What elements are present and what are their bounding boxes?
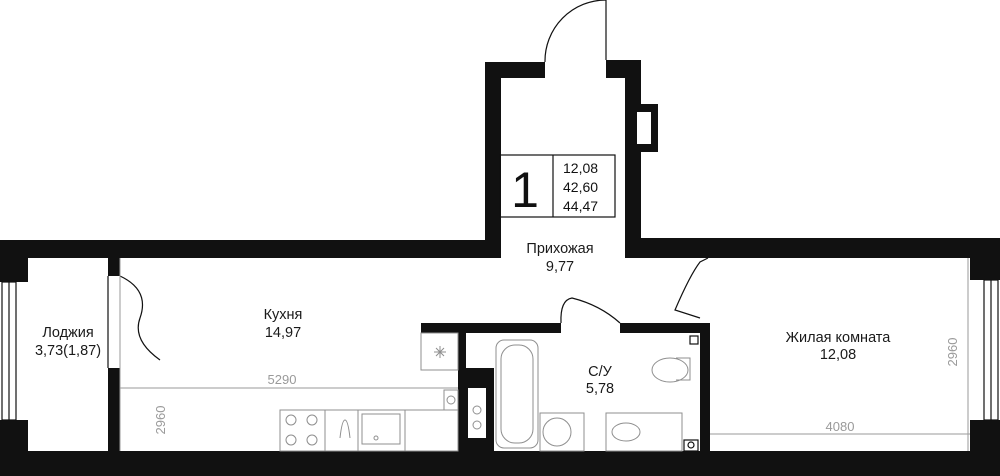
hallway-area: 9,77 (546, 259, 574, 275)
kitchen-area: 14,97 (265, 325, 301, 341)
hallway-name: Прихожая (526, 241, 593, 257)
living-width-dim: 2960 (945, 338, 960, 367)
bathroom-area: 5,78 (586, 381, 614, 397)
kitchen-name: Кухня (264, 307, 303, 323)
loggia-area: 3,73(1,87) (35, 343, 101, 359)
walls (0, 60, 1000, 476)
loggia-name: Лоджия (42, 325, 93, 341)
room-labels: Прихожая 9,77 Кухня 14,97 Лоджия 3,73(1,… (35, 241, 891, 397)
bathroom-name: С/У (588, 364, 613, 380)
total-area-value: 42,60 (563, 179, 598, 195)
doors (107, 0, 709, 368)
living-area-value: 12,08 (563, 160, 598, 176)
apartment-info-box: 1 12,08 42,60 44,47 (499, 154, 616, 218)
living-length-dim: 4080 (826, 419, 855, 434)
kitchen-length-dim: 5290 (268, 372, 297, 387)
kitchen-fixtures (279, 332, 482, 452)
dimension-lines (119, 258, 970, 451)
windows (1, 279, 999, 421)
bathroom-fixtures (495, 335, 699, 452)
room-count: 1 (511, 162, 539, 218)
total-area-with-loggia-value: 44,47 (563, 198, 598, 214)
living-room-name: Жилая комната (786, 330, 892, 346)
living-room-area: 12,08 (820, 347, 856, 363)
dimension-labels: 5290 2960 4080 2960 (153, 338, 960, 435)
kitchen-width-dim: 2960 (153, 406, 168, 435)
